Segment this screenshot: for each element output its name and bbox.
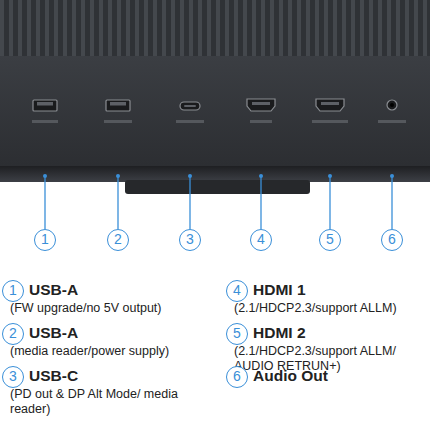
port-name: HDMI 1 xyxy=(253,281,306,299)
panel-body xyxy=(0,56,430,166)
callout-number: 6 xyxy=(226,366,248,388)
port-entry: 4 HDMI 1 (2.1/HDCP2.3/support ALLM) xyxy=(226,280,430,324)
callout-circle: 1 xyxy=(34,229,56,251)
callout-number: 5 xyxy=(326,231,334,247)
panel-edge xyxy=(0,166,430,182)
port-name: Audio Out xyxy=(253,367,328,385)
stand-foot xyxy=(125,180,310,194)
port-name: HDMI 2 xyxy=(253,324,306,342)
leader-line xyxy=(45,176,392,229)
vent-ribs xyxy=(0,0,430,56)
usb-a-port xyxy=(33,100,57,111)
port-name: USB-A xyxy=(29,324,78,342)
audio-jack xyxy=(387,100,397,110)
callout-circle: 2 xyxy=(107,229,129,251)
port-description: (media reader/power supply) xyxy=(10,344,200,359)
port-description: (2.1/HDCP2.3/support ALLM) xyxy=(234,301,424,316)
hdmi-port xyxy=(316,99,344,111)
port-description: (FW upgrade/no 5V output) xyxy=(10,301,200,316)
port-entry: 1 USB-A (FW upgrade/no 5V output) xyxy=(2,280,207,324)
leader-dot xyxy=(43,174,394,178)
callout-number: 3 xyxy=(186,231,194,247)
port-name: USB-A xyxy=(29,281,78,299)
hdmi-port xyxy=(247,99,275,111)
port-description: (PD out & DP Alt Mode/ media reader) xyxy=(10,387,200,417)
usb-a-port xyxy=(106,100,130,111)
port-name: USB-C xyxy=(29,367,78,385)
callout-circle: 3 xyxy=(179,229,201,251)
port-entry: 3USB-C(PD out & DP Alt Mode/ media reade… xyxy=(2,366,207,410)
callout-number: 4 xyxy=(257,231,265,247)
callout-number: 2 xyxy=(2,323,24,345)
port-entry: 6 Audio Out xyxy=(226,366,430,410)
callout-circle: 6 xyxy=(381,229,403,251)
callout-number: 3 xyxy=(2,366,24,388)
callout-number: 2 xyxy=(114,231,122,247)
callout-number: 4 xyxy=(226,280,248,302)
callout-number: 5 xyxy=(226,323,248,345)
callout-number: 6 xyxy=(388,231,396,247)
callout-circle: 5 xyxy=(319,229,341,251)
callout-number: 1 xyxy=(2,280,24,302)
callout-number: 1 xyxy=(41,231,49,247)
port-entry: 2 USB-A (media reader/power supply) xyxy=(2,323,207,367)
port-entry: 5HDMI 2(2.1/HDCP2.3/support ALLM/ AUDIO … xyxy=(226,323,430,367)
usb-c-port xyxy=(180,102,200,110)
port-marking xyxy=(32,120,406,123)
callout-circle: 4 xyxy=(250,229,272,251)
